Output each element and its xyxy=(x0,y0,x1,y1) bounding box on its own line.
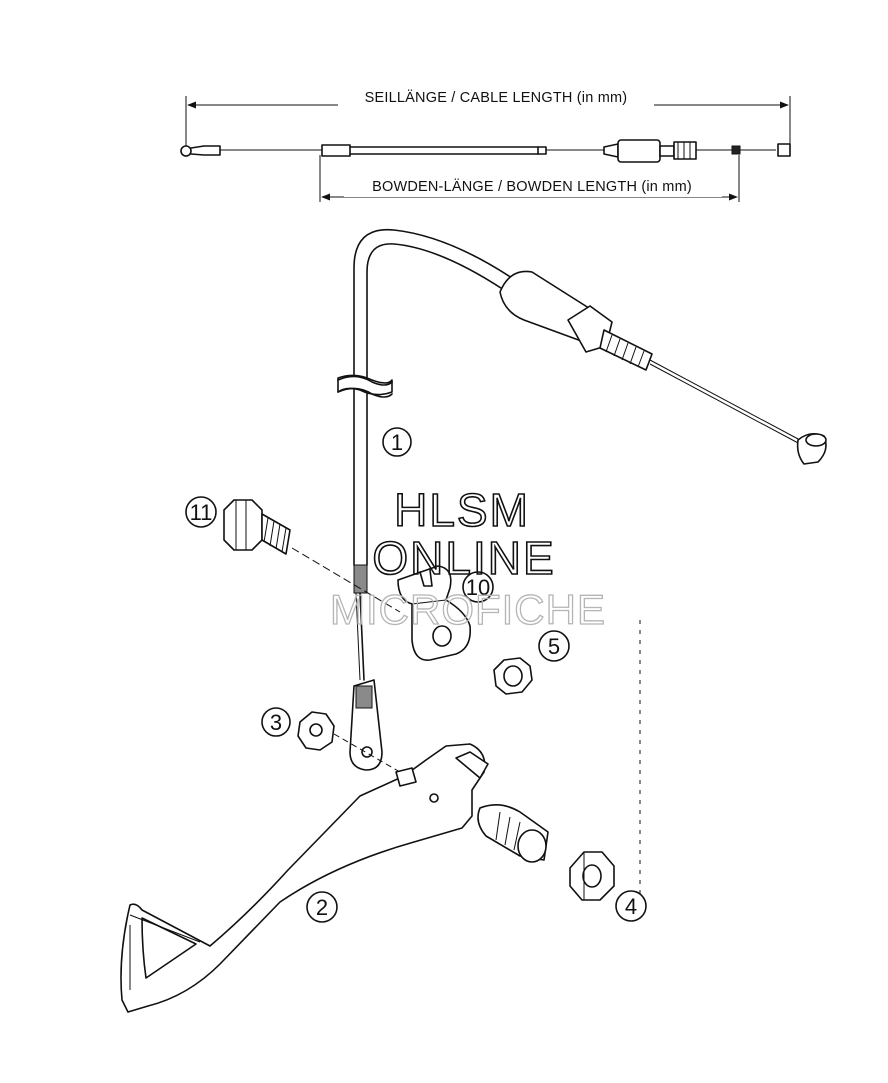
cable-clevis xyxy=(349,679,383,771)
callout-2: 2 xyxy=(306,891,338,923)
svg-text:1: 1 xyxy=(391,430,403,455)
cable-schematic xyxy=(180,139,791,163)
svg-text:11: 11 xyxy=(190,500,213,525)
callout-4: 4 xyxy=(615,890,647,922)
cable-bracket xyxy=(397,565,472,661)
svg-text:10: 10 xyxy=(466,575,490,600)
bowden-length-label: BOWDEN-LÄNGE / BOWDEN LENGTH (in mm) xyxy=(372,178,692,195)
lock-washer xyxy=(493,657,533,695)
bolt xyxy=(223,499,401,613)
watermark-line-1: HLSM xyxy=(394,484,530,536)
bowden-length-dimension: BOWDEN-LÄNGE / BOWDEN LENGTH (in mm) xyxy=(319,155,740,202)
callout-10: 10 xyxy=(462,571,494,603)
watermark-line-2: ONLINE xyxy=(372,532,555,584)
svg-text:2: 2 xyxy=(316,895,328,920)
callout-5: 5 xyxy=(538,630,570,662)
cable-length-dimension: SEILLÄNGE / CABLE LENGTH (in mm) xyxy=(185,88,791,150)
callout-11: 11 xyxy=(185,496,217,528)
small-nut xyxy=(297,711,401,773)
svg-text:5: 5 xyxy=(548,634,560,659)
cable-length-label: SEILLÄNGE / CABLE LENGTH (in mm) xyxy=(365,89,628,106)
svg-text:3: 3 xyxy=(270,710,282,735)
collar-nut xyxy=(569,851,615,901)
brake-pedal xyxy=(120,743,549,1013)
svg-text:4: 4 xyxy=(625,894,637,919)
callout-1: 1 xyxy=(382,427,412,457)
callout-3: 3 xyxy=(261,707,291,737)
watermark: HLSM ONLINE MICROFICHE xyxy=(329,483,606,633)
brake-cable xyxy=(337,228,827,681)
watermark-line-3: MICROFICHE xyxy=(330,586,606,633)
